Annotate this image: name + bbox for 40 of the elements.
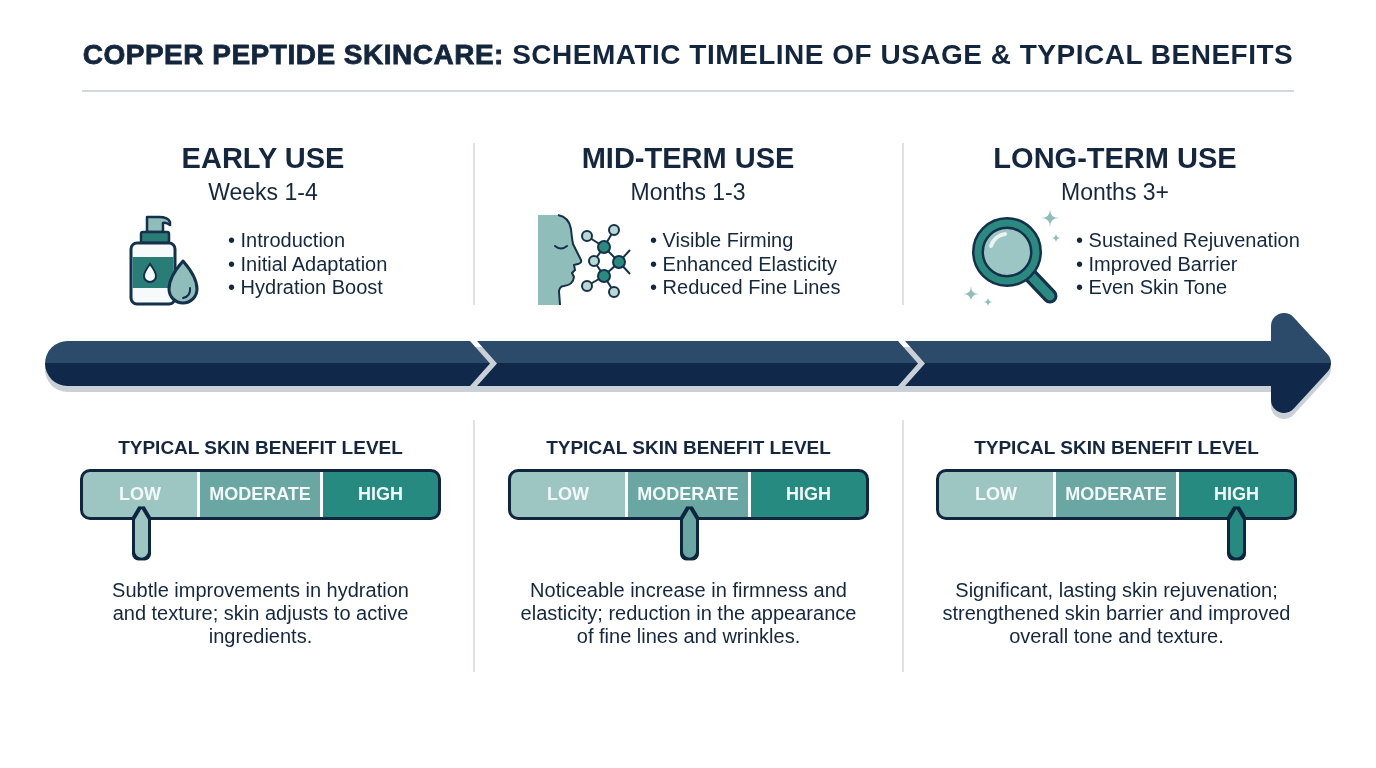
level-segment [1056,472,1179,517]
level-segment [939,472,1056,517]
phase-title: MID-TERM USE [581,141,795,175]
level-label: MODERATE [209,484,311,505]
phase-duration: Months 1-3 [630,179,746,205]
bullet-item: • Improved Barrier [1076,252,1238,276]
level-label: MODERATE [1065,484,1167,505]
gauge-heading: TYPICAL SKIN BENEFIT LEVEL [974,437,1259,459]
level-segment [200,472,323,517]
level-segment [323,472,438,517]
bullet-item: • Visible Firming [650,229,794,252]
gauge-heading: TYPICAL SKIN BENEFIT LEVEL [118,437,403,459]
level-label: LOW [975,484,1017,505]
phase-title: LONG-TERM USE [993,141,1237,175]
level-label: LOW [547,484,589,505]
level-segment [751,472,866,517]
description-text: Significant, lasting skin rejuvenation; strengthened skin barrier and improved overall tone and texture. [941,579,1292,648]
phase-duration: Months 3+ [1061,179,1169,205]
bullet-item: • Even Skin Tone [1076,276,1228,299]
phase-duration: Weeks 1-4 [208,179,318,205]
bullet-item: • Enhanced Elasticity [650,252,838,276]
description-text: Noticeable increase in firmness and elasticity; reduction in the appearance of fine lines and wrinkles. [519,579,858,648]
level-label: HIGH [786,484,831,505]
level-segment [511,472,628,517]
bullet-item: • Introduction [228,229,346,252]
level-segment [628,472,751,517]
level-label: HIGH [1214,484,1259,505]
bullet-item: • Reduced Fine Lines [650,276,841,299]
bullet-item: • Sustained Rejuvenation [1076,229,1300,252]
gauge-heading: TYPICAL SKIN BENEFIT LEVEL [546,437,831,459]
level-label: LOW [119,484,161,505]
level-label: MODERATE [637,484,739,505]
level-segment [1179,472,1294,517]
bullet-item: • Hydration Boost [228,276,383,299]
level-label: HIGH [358,484,403,505]
description-text: Subtle improvements in hydration and texture; skin adjusts to active ingredients. [111,579,410,648]
phase-title: EARLY USE [181,141,345,175]
level-segment [83,472,200,517]
bullet-item: • Initial Adaptation [228,252,388,276]
title: COPPER PEPTIDE SKINCARE: SCHEMATIC TIMELINE OF USAGE & TYPICAL BENEFITS [82,38,1294,72]
